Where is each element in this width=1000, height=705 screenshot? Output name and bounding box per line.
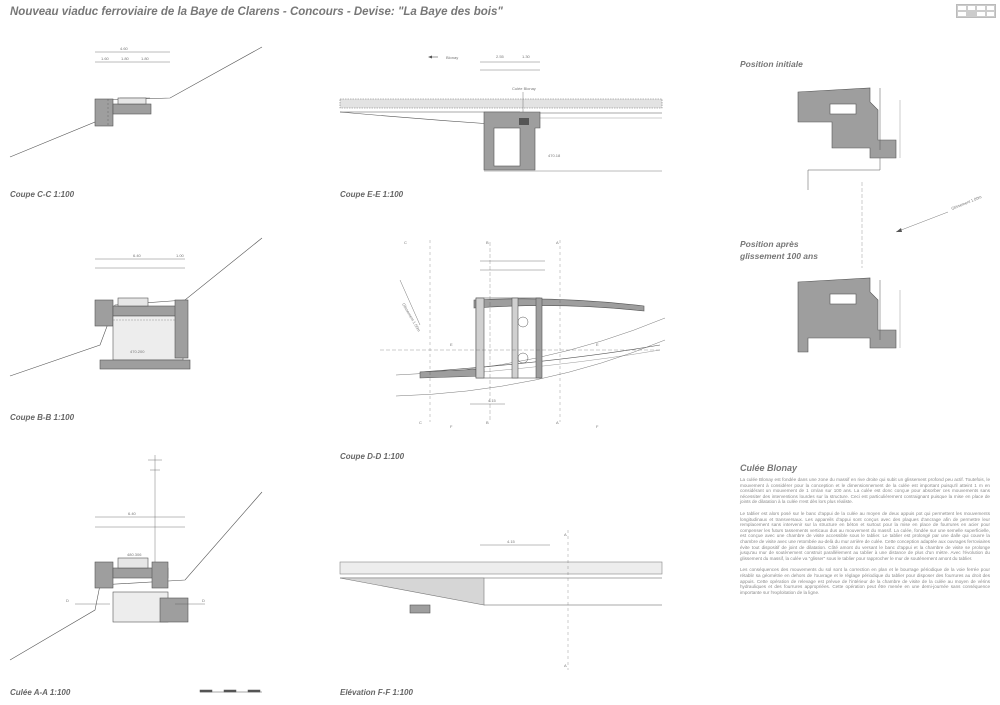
coupe-bb-drawing [9, 237, 263, 377]
svg-text:A: A [556, 240, 559, 245]
coupe-dd-drawing [380, 240, 666, 422]
svg-text:A: A [564, 532, 567, 537]
position-initiale-heading: Position initiale [740, 59, 803, 69]
sheet-index-icon [956, 4, 996, 18]
svg-text:470.200: 470.200 [130, 349, 145, 354]
svg-text:1.80: 1.80 [141, 56, 150, 61]
section-paragraph-3: Les conséquences des mouvements du sol s… [740, 567, 990, 595]
position-apres-line-1: Position après [740, 239, 799, 249]
position-apres-heading: Position après glissement 100 ans [740, 238, 818, 262]
position-initiale-drawing [797, 87, 901, 268]
section-heading: Culée Blonay [740, 463, 798, 473]
svg-text:6.40: 6.40 [128, 511, 137, 516]
svg-text:2.55: 2.55 [496, 54, 505, 59]
svg-text:4.15: 4.15 [488, 398, 497, 403]
svg-text:D: D [66, 598, 69, 603]
svg-text:4.15: 4.15 [507, 539, 516, 544]
svg-text:C: C [404, 240, 407, 245]
svg-text:C: C [419, 420, 422, 425]
svg-text:E: E [450, 342, 453, 347]
section-paragraph-1: La culée Blonay est fondée dans une zone… [740, 477, 990, 505]
svg-text:1.60: 1.60 [101, 56, 110, 61]
culee-blonay-tag: Culée Blonay [512, 86, 536, 91]
caption-coupe-bb: Coupe B-B 1:100 [10, 413, 75, 422]
position-apres-line-2: glissement 100 ans [740, 251, 818, 261]
coupe-ee-drawing [339, 55, 663, 172]
svg-text:480.306: 480.306 [127, 552, 142, 557]
svg-text:470.18: 470.18 [548, 153, 561, 158]
elevation-ff-drawing [339, 530, 663, 670]
culee-aa-drawing [9, 455, 263, 661]
section-body: La culée Blonay est fondée dans une zone… [740, 477, 990, 601]
svg-text:A: A [564, 663, 567, 668]
section-paragraph-2: Le tablier est alors posé sur le banc d'… [740, 510, 990, 561]
caption-coupe-ee: Coupe E-E 1:100 [340, 190, 404, 199]
caption-culee-aa: Culée A-A 1:100 [10, 688, 71, 697]
caption-coupe-cc: Coupe C-C 1:100 [10, 190, 75, 199]
svg-text:F: F [450, 424, 453, 429]
svg-text:D: D [202, 598, 205, 603]
glissement-label: Glissement 1.00m [951, 194, 983, 211]
svg-text:B: B [486, 240, 489, 245]
coupe-cc-drawing [9, 46, 263, 158]
position-apres-drawing [797, 211, 949, 353]
svg-text:1.00: 1.00 [176, 253, 185, 258]
caption-coupe-dd: Coupe D-D 1:100 [340, 452, 405, 461]
svg-text:B: B [486, 420, 489, 425]
scale-bar [199, 689, 262, 693]
caption-elevation-ff: Elévation F-F 1:100 [340, 688, 413, 697]
blonay-direction-label: Blonay [446, 55, 458, 60]
page-title: Nouveau viaduc ferroviaire de la Baye de… [10, 6, 503, 18]
glissement-dd-label: Glissement 1.00m [401, 302, 422, 333]
svg-text:A: A [556, 420, 559, 425]
svg-text:F: F [596, 424, 599, 429]
svg-text:1.30: 1.30 [522, 54, 531, 59]
svg-text:4.60: 4.60 [120, 46, 129, 51]
svg-text:6.40: 6.40 [133, 253, 142, 258]
svg-text:E: E [596, 342, 599, 347]
svg-text:1.80: 1.80 [121, 56, 130, 61]
